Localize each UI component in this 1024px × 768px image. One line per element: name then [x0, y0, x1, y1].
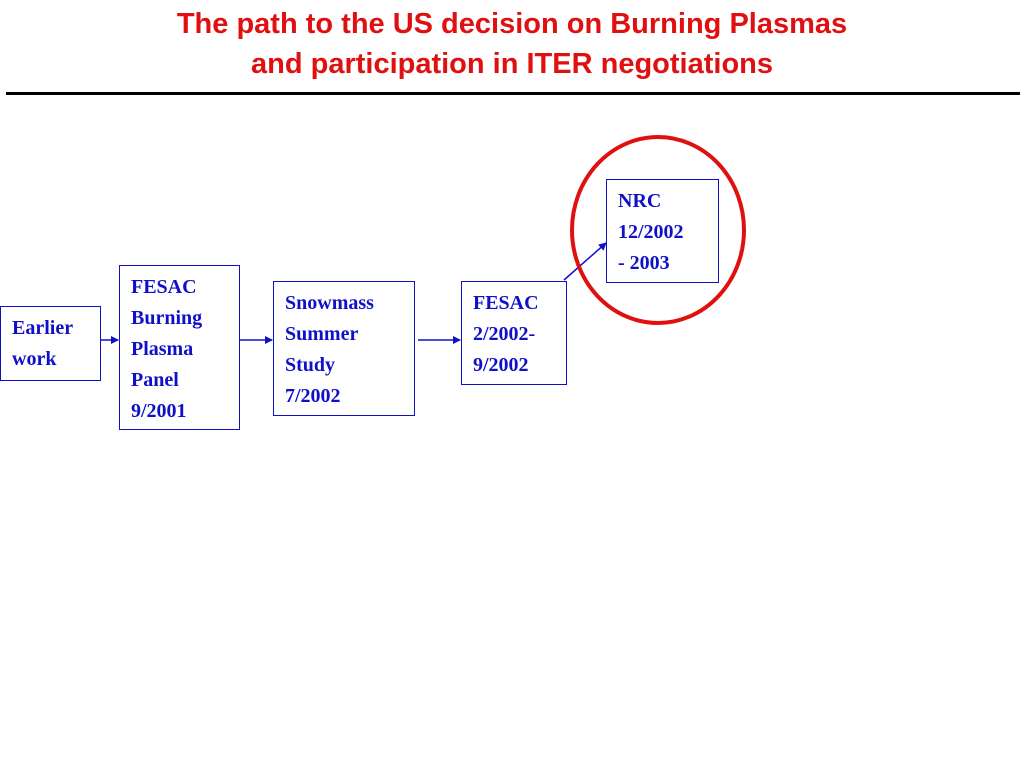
node-fesac-2002: FESAC 2/2002- 9/2002	[461, 281, 567, 385]
title-line-2: and participation in ITER negotiations	[250, 48, 773, 80]
title-line-1: The path to the US decision on Burning P…	[176, 8, 848, 40]
arrow-fesac2002-to-nrc	[563, 242, 607, 281]
node-earlier-work: Earlier work	[0, 306, 101, 381]
node-fesac-burning-plasma-panel: FESAC Burning Plasma Panel 9/2001	[119, 265, 240, 430]
node-nrc: NRC 12/2002 - 2003	[606, 179, 719, 283]
node-snowmass-summer-study: Snowmass Summer Study 7/2002	[273, 281, 415, 416]
slide-title: The path to the US decision on Burning P…	[0, 4, 1024, 84]
title-divider	[6, 92, 1020, 95]
